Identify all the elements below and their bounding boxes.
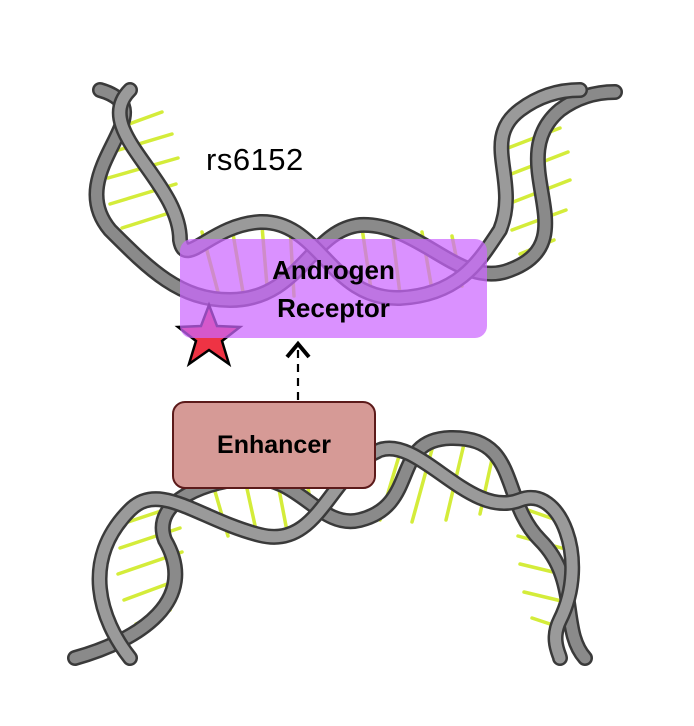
enhancer-box: Enhancer: [172, 401, 376, 489]
lower-dna-helix: [67, 429, 593, 666]
snp-label: rs6152: [206, 142, 304, 177]
androgen-receptor-box: Androgen Receptor: [180, 239, 487, 338]
androgen-receptor-label: Androgen Receptor: [272, 254, 395, 323]
enhancer-label: Enhancer: [217, 430, 331, 459]
